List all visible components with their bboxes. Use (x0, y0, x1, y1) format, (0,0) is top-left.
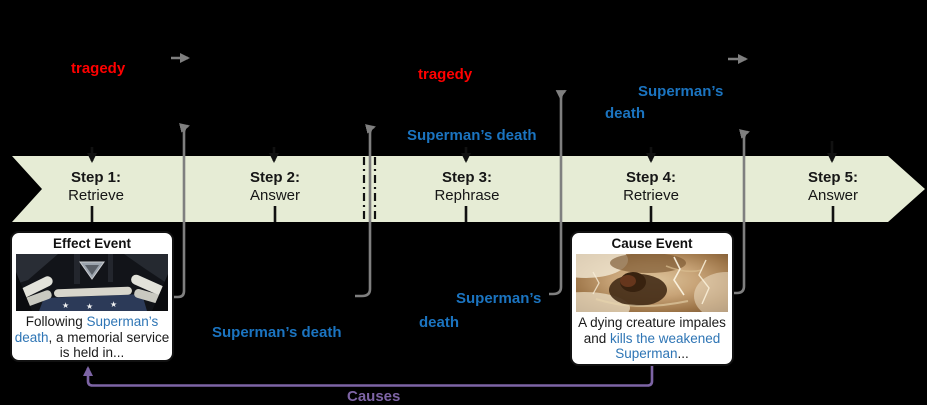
annotation-supermans-death-mid-line1: Superman’s (456, 290, 542, 307)
step-1-action: Retrieve (68, 187, 124, 204)
step-4-action: Retrieve (623, 187, 679, 204)
caption-segment-highlight: kills the weakened Superman (609, 330, 721, 362)
connector-rephrase-up-arrow (549, 89, 567, 296)
step-4: Step 4: Retrieve (586, 168, 716, 205)
effect-event-title: Effect Event (52, 236, 132, 251)
connector-cause-card-up-arrow (732, 129, 750, 295)
effect-event-image: ★ ★ ★ (16, 254, 168, 311)
process-banner (12, 156, 925, 222)
caption-segment: Following (25, 314, 87, 329)
step-2: Step 2: Answer (210, 168, 340, 205)
svg-text:★: ★ (86, 302, 93, 311)
step-1-title: Step 1: (70, 169, 121, 186)
annotation-supermans-death-step4-line1: Superman’s (638, 83, 724, 100)
step-3: Step 3: Rephrase (402, 168, 532, 205)
step-3-title: Step 3: (441, 169, 492, 186)
annotation-supermans-death-step4-line2: death (605, 105, 646, 122)
step-2-title: Step 2: (249, 169, 300, 186)
step-4-title: Step 4: (625, 169, 676, 186)
cause-event-title: Cause Event (611, 236, 693, 251)
svg-text:★: ★ (62, 301, 69, 310)
annotation-tragedy-mid: tragedy (418, 66, 473, 83)
svg-text:★: ★ (110, 300, 117, 309)
step-5: Step 5: Answer (768, 168, 898, 205)
caption-segment: , a memorial service is held in... (48, 329, 170, 361)
step-1: Step 1: Retrieve (31, 168, 161, 205)
cause-event-card: Cause Event A dying (570, 231, 734, 366)
cause-event-caption: A dying creature impales and kills the w… (572, 315, 732, 362)
cause-event-image (576, 254, 728, 312)
connector-effect-card-up-arrow (172, 123, 190, 299)
effect-event-caption: Following Superman’s death, a memorial s… (12, 314, 172, 361)
caption-segment-highlight: Superman’s death (14, 314, 159, 345)
annotation-supermans-death-step3: Superman’s death (407, 127, 537, 144)
annotation-supermans-death-step2: Superman’s death (212, 324, 342, 341)
annotation-tragedy-left: tragedy (71, 60, 126, 77)
connector-step2-up-arrow (355, 124, 376, 298)
step-3-action: Rephrase (434, 187, 500, 204)
effect-event-card: Effect Event ★ ★ ★ Following Superman’s … (10, 231, 174, 362)
step-5-action: Answer (807, 187, 859, 204)
annotation-supermans-death-mid-line2: death (419, 314, 460, 331)
caption-segment: A dying creature impales and (578, 315, 726, 346)
step-2-action: Answer (249, 187, 301, 204)
causes-arrow (83, 364, 654, 387)
causes-label: Causes (347, 388, 401, 405)
caption-segment: ... (677, 346, 689, 361)
step-5-title: Step 5: (807, 169, 858, 186)
